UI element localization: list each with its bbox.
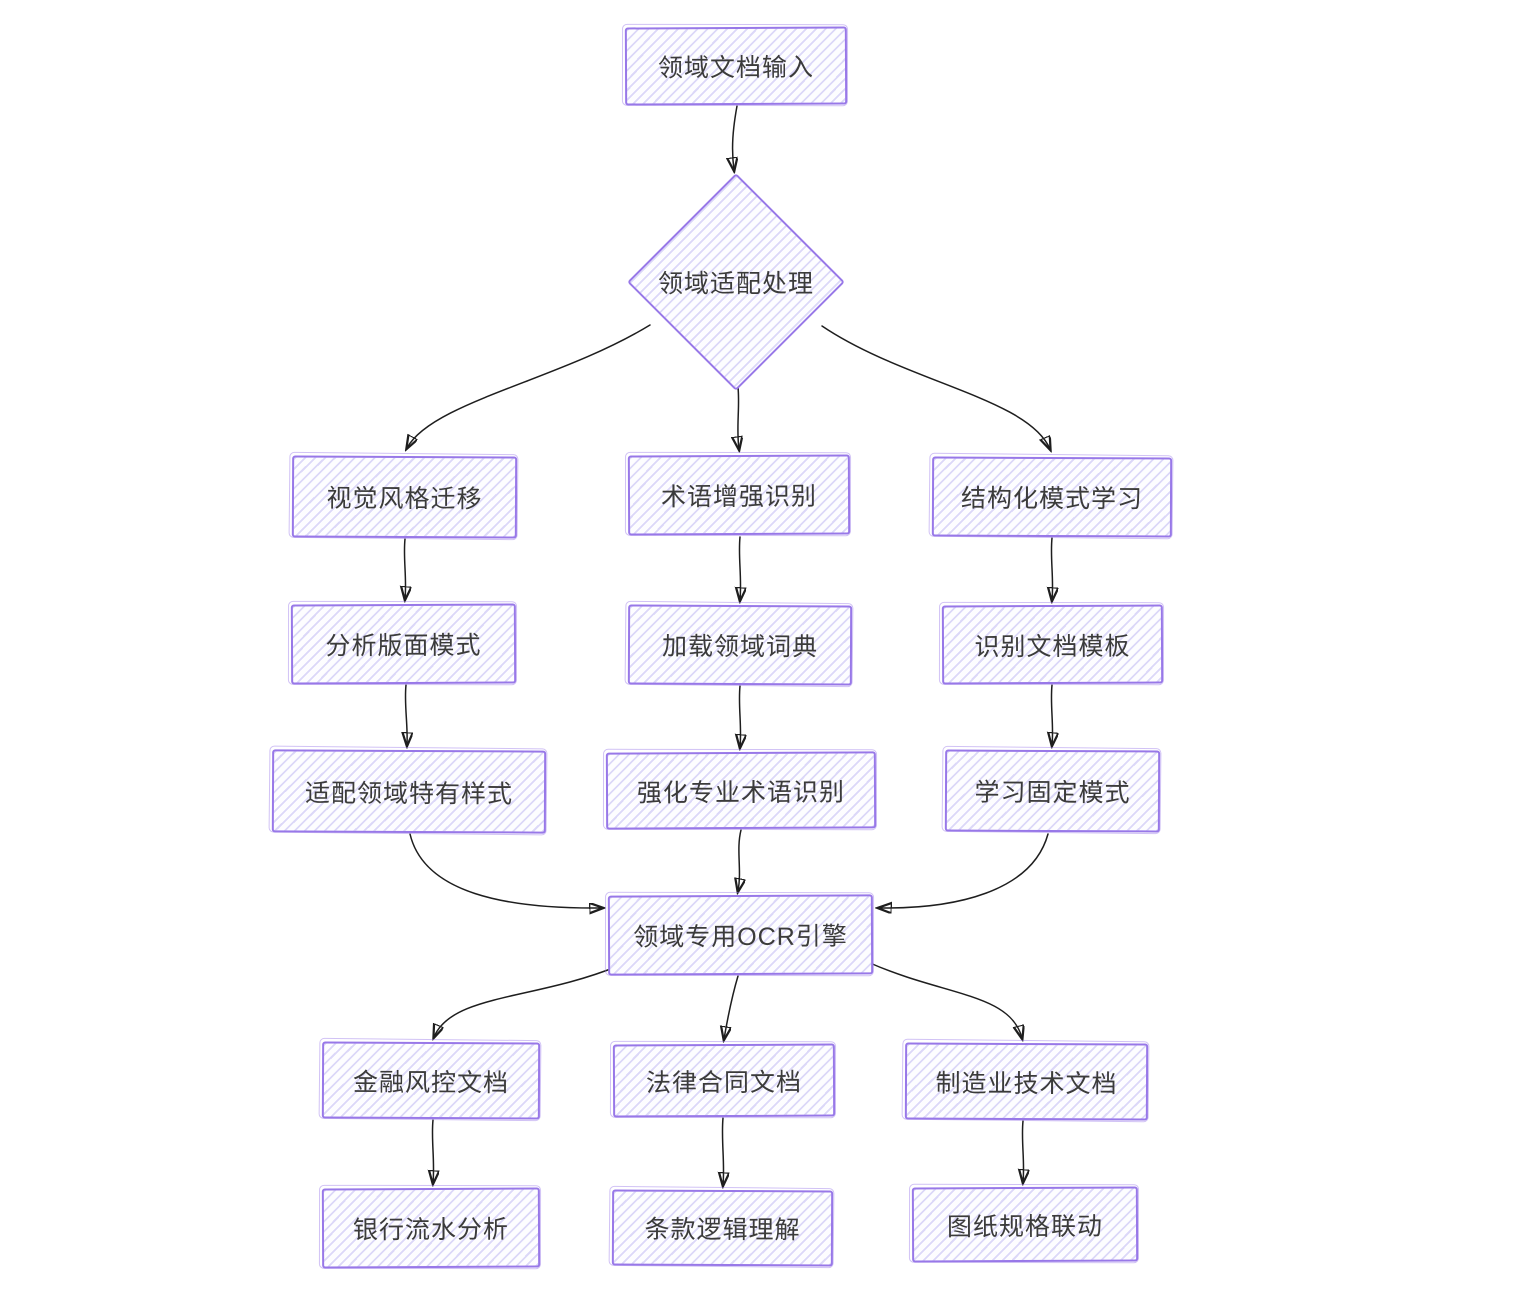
node-label: 制造业技术文档	[935, 1069, 1118, 1098]
edge-ocr-engine-legal-doc	[724, 975, 739, 1039]
node-domain-adaptation-decision: 领域适配处理	[626, 172, 846, 392]
edge-template-recognition-learn-fixed	[1051, 684, 1052, 745]
edge-finance-doc-bank-flow	[432, 1119, 433, 1183]
node-label: 领域适配处理	[657, 270, 814, 298]
node-domain-specific-ocr-engine: 领域专用OCR引擎	[607, 894, 874, 976]
node-legal-contract-documents: 法律合同文档	[612, 1043, 836, 1118]
edge-legal-doc-clause-logic	[722, 1117, 723, 1185]
node-label: 视觉风格迁移	[326, 484, 483, 514]
node-manufacturing-technical-documents: 制造业技术文档	[904, 1042, 1149, 1121]
node-label: 金融风控文档	[352, 1068, 510, 1097]
node-label: 条款逻辑理解	[644, 1215, 801, 1245]
edge-learn-fixed-ocr-engine	[879, 833, 1049, 908]
edge-decision-term-enhance	[738, 386, 739, 449]
edge-layout-analysis-adapt-style	[405, 684, 407, 745]
node-label: 加载领域词典	[661, 632, 819, 662]
node-label: 图纸规格联动	[946, 1212, 1104, 1241]
node-domain-document-input: 领域文档输入	[624, 26, 848, 106]
node-visual-style-transfer: 视觉风格迁移	[291, 455, 518, 539]
node-clause-logic-understanding: 条款逻辑理解	[611, 1189, 834, 1267]
node-label: 术语增强识别	[660, 482, 818, 512]
node-structured-pattern-learning: 结构化模式学习	[931, 456, 1173, 538]
node-label: 识别文档模板	[974, 632, 1131, 661]
edge-load-dict-strengthen-term	[739, 685, 740, 747]
node-learn-fixed-patterns: 学习固定模式	[944, 749, 1161, 833]
node-label: 学习固定模式	[974, 778, 1131, 808]
node-terminology-enhanced-recognition: 术语增强识别	[627, 454, 851, 536]
edge-visual-style-layout-analysis	[404, 538, 405, 599]
node-load-domain-dictionary: 加载领域词典	[627, 604, 853, 686]
node-strengthen-professional-term-recognition: 强化专业术语识别	[605, 751, 877, 830]
node-financial-risk-documents: 金融风控文档	[321, 1041, 541, 1120]
edge-input-decision	[733, 105, 737, 170]
edge-term-enhance-load-dict	[739, 536, 740, 600]
edge-ocr-engine-manufacturing-doc	[869, 962, 1022, 1038]
edge-manufacturing-doc-drawing-spec	[1022, 1120, 1023, 1182]
node-label: 强化专业术语识别	[636, 778, 846, 807]
node-analyze-layout-patterns: 分析版面模式	[290, 603, 517, 685]
edge-adapt-style-ocr-engine	[409, 833, 602, 908]
node-label: 领域文档输入	[657, 53, 815, 83]
edge-decision-struct-learn	[821, 325, 1050, 449]
node-bank-statement-analysis: 银行流水分析	[321, 1187, 541, 1269]
node-label: 法律合同文档	[645, 1068, 803, 1097]
node-label: 领域专用OCR引擎	[633, 922, 848, 952]
edge-ocr-engine-finance-doc	[434, 965, 619, 1037]
edge-struct-learn-template-recognition	[1051, 537, 1052, 600]
node-drawing-spec-linkage: 图纸规格联动	[911, 1186, 1139, 1263]
node-adapt-domain-specific-styles: 适配领域特有样式	[271, 749, 547, 834]
edge-decision-visual-style	[407, 324, 651, 448]
node-recognize-document-templates: 识别文档模板	[941, 604, 1164, 685]
node-label: 银行流水分析	[352, 1215, 510, 1245]
node-label: 分析版面模式	[325, 631, 482, 661]
edge-strengthen-term-ocr-engine	[738, 829, 741, 891]
node-label: 结构化模式学习	[960, 484, 1144, 514]
node-label: 适配领域特有样式	[304, 779, 514, 808]
